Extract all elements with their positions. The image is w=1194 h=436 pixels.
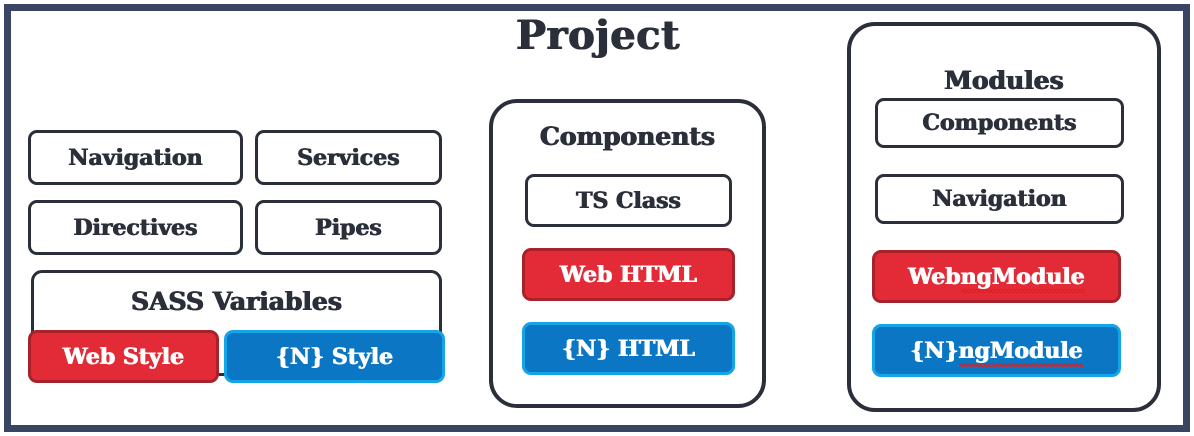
box-pipes[interactable]: Pipes — [255, 200, 442, 255]
box-modules-navigation-label: Navigation — [932, 186, 1067, 212]
box-navigation-label: Navigation — [68, 144, 203, 171]
chip-n-ngmodule[interactable]: {N} ngModule — [872, 324, 1121, 377]
chip-web-html-label: Web HTML — [560, 261, 697, 288]
chip-web-html[interactable]: Web HTML — [522, 248, 735, 301]
box-modules-components-label: Components — [922, 110, 1077, 136]
box-ts-class[interactable]: TS Class — [525, 174, 732, 227]
chip-n-html[interactable]: {N} HTML — [522, 322, 735, 375]
chip-n-ngmodule-prefix: {N} — [910, 337, 959, 364]
project-title-text: Project — [515, 12, 681, 59]
chip-web-ngmodule[interactable]: Web ngModule — [872, 250, 1121, 303]
chip-web-ngmodule-label: ngModule — [960, 263, 1085, 293]
page-title: Project — [0, 12, 1194, 60]
box-services[interactable]: Services — [255, 130, 442, 185]
box-pipes-label: Pipes — [315, 214, 382, 241]
chip-web-ngmodule-prefix: Web — [908, 263, 961, 290]
chip-web-style-label: Web Style — [62, 343, 185, 370]
panel-components-title: Components — [539, 122, 716, 151]
chip-n-ngmodule-label: ngModule — [958, 337, 1083, 367]
box-navigation[interactable]: Navigation — [28, 130, 243, 185]
chip-n-style[interactable]: {N} Style — [224, 330, 445, 383]
chip-n-html-label: {N} HTML — [561, 335, 696, 362]
chip-web-style[interactable]: Web Style — [28, 330, 219, 383]
sass-variables-title: SASS Variables — [131, 287, 342, 316]
box-modules-navigation[interactable]: Navigation — [875, 174, 1124, 224]
panel-modules-title: Modules — [944, 66, 1064, 95]
box-services-label: Services — [297, 144, 400, 171]
box-directives[interactable]: Directives — [28, 200, 243, 255]
chip-n-style-label: {N} Style — [275, 343, 394, 370]
box-ts-class-label: TS Class — [576, 187, 681, 214]
box-directives-label: Directives — [73, 214, 198, 241]
box-modules-components[interactable]: Components — [875, 98, 1124, 148]
